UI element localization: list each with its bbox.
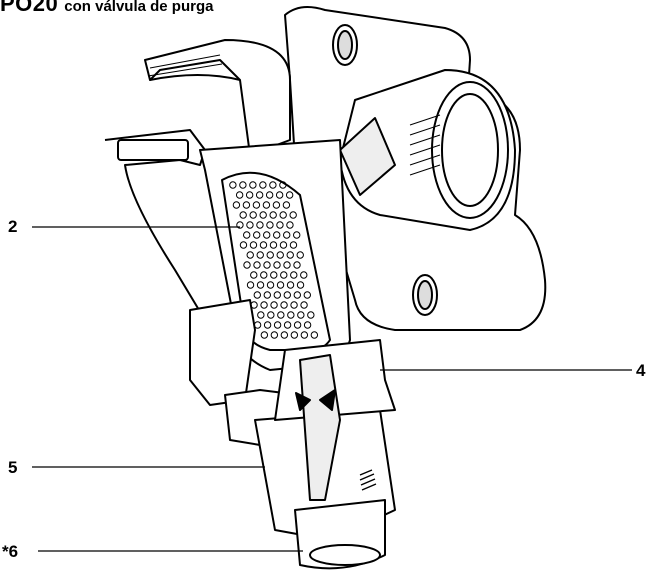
model-subtitle: con válvula de purga — [64, 0, 214, 15]
lower-cap — [189, 299, 256, 406]
callout-5: 5 — [8, 458, 18, 477]
diagram-title: PO20 con válvula de purga — [0, 0, 213, 17]
screen-perforations — [229, 181, 319, 339]
model-name: PO20 — [0, 0, 59, 16]
callout-4: 4 — [636, 361, 646, 380]
callout-6: *6 — [2, 542, 19, 561]
callout-2: 2 — [8, 217, 18, 236]
